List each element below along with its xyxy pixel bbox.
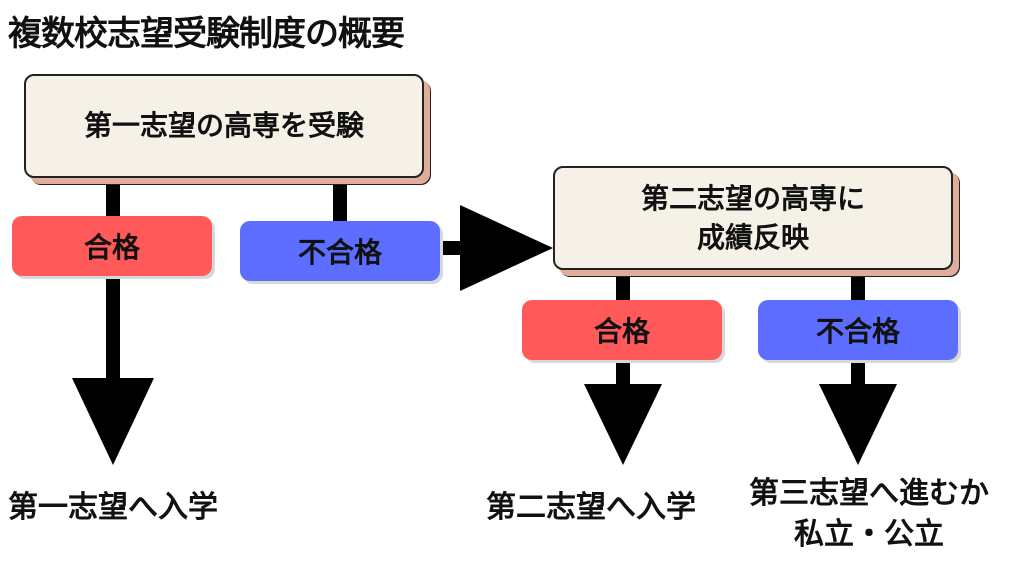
arrow-right-icon xyxy=(460,205,553,291)
second-choice-line1: 第二志望の高専に xyxy=(640,181,865,215)
arrow-down-icon xyxy=(819,384,897,465)
arrow-down-icon xyxy=(584,384,662,465)
page-title: 複数校志望受験制度の概要 xyxy=(8,14,405,54)
first-choice-label: 第一志望の高専を受験 xyxy=(83,109,364,143)
third-option-line2: 私立・公立 xyxy=(794,516,944,552)
result-second-admission: 第二志望へ入学 xyxy=(486,490,696,525)
fail-label: 不合格 xyxy=(297,236,382,269)
pass-badge-second: 合格 xyxy=(522,300,722,360)
connector-line xyxy=(333,180,347,228)
arrow-down-icon xyxy=(72,378,154,465)
result-third-option: 第三志望へ進むか 私立・公立 xyxy=(736,474,1002,555)
second-choice-line2: 成績反映 xyxy=(696,221,809,254)
pass-label: 合格 xyxy=(83,231,140,264)
fail-badge-second: 不合格 xyxy=(758,300,958,360)
second-choice-box: 第二志望の高専に 成績反映 xyxy=(553,166,953,270)
third-option-line1: 第三志望へ進むか xyxy=(749,476,989,511)
pass-badge-first: 合格 xyxy=(12,216,212,276)
pass-label: 合格 xyxy=(593,315,650,348)
first-choice-box: 第一志望の高専を受験 xyxy=(24,74,424,178)
connector-line xyxy=(436,241,464,255)
fail-label: 不合格 xyxy=(815,315,900,348)
connector-line xyxy=(106,180,120,380)
result-first-admission: 第一志望へ入学 xyxy=(8,490,218,525)
fail-badge-first: 不合格 xyxy=(240,221,440,281)
